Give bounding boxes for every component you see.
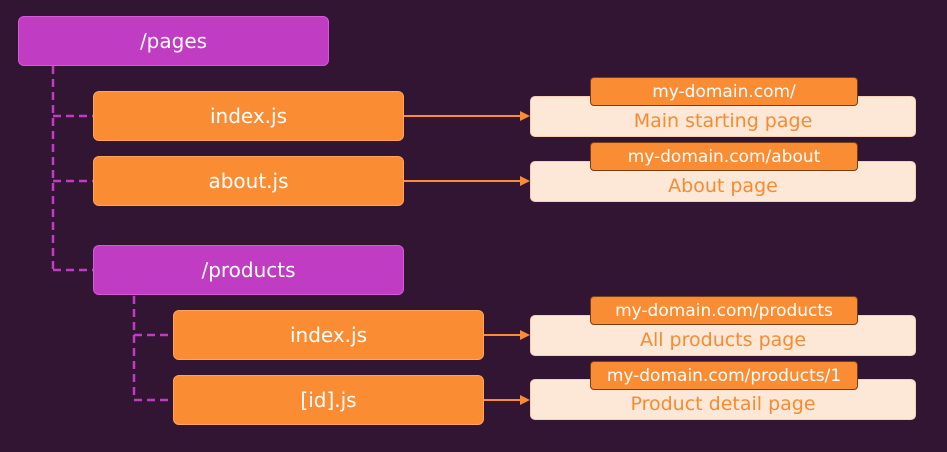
route-products-url-text: my-domain.com/products [615, 300, 833, 321]
products-id-file-node: [id].js [173, 375, 484, 425]
pages-about-file-node: about.js [93, 156, 404, 206]
products-index-file-node: index.js [173, 310, 484, 360]
route-home-url-text: my-domain.com/ [652, 81, 796, 102]
products-index-file-label: index.js [289, 323, 368, 347]
pages-about-file-label: about.js [208, 169, 289, 193]
route-products-description: All products page [639, 329, 807, 351]
products-folder-node: /products [93, 245, 404, 295]
pages-folder-label: /pages [139, 29, 208, 53]
products-id-file-label: [id].js [300, 388, 357, 412]
route-home-description: Main starting page [633, 110, 813, 132]
route-product-detail-url-text: my-domain.com/products/1 [606, 365, 842, 386]
pages-index-file-node: index.js [93, 91, 404, 141]
route-about-url-text: my-domain.com/about [627, 146, 821, 167]
pages-folder-node: /pages [18, 16, 329, 66]
route-about-url: my-domain.com/about [590, 142, 858, 171]
route-home-url: my-domain.com/ [590, 77, 858, 106]
products-folder-label: /products [201, 258, 296, 282]
route-products-url: my-domain.com/products [590, 296, 858, 325]
route-product-detail-description: Product detail page [630, 393, 816, 415]
pages-index-file-label: index.js [209, 104, 288, 128]
route-product-detail-url: my-domain.com/products/1 [590, 361, 858, 390]
route-about-description: About page [668, 175, 778, 197]
